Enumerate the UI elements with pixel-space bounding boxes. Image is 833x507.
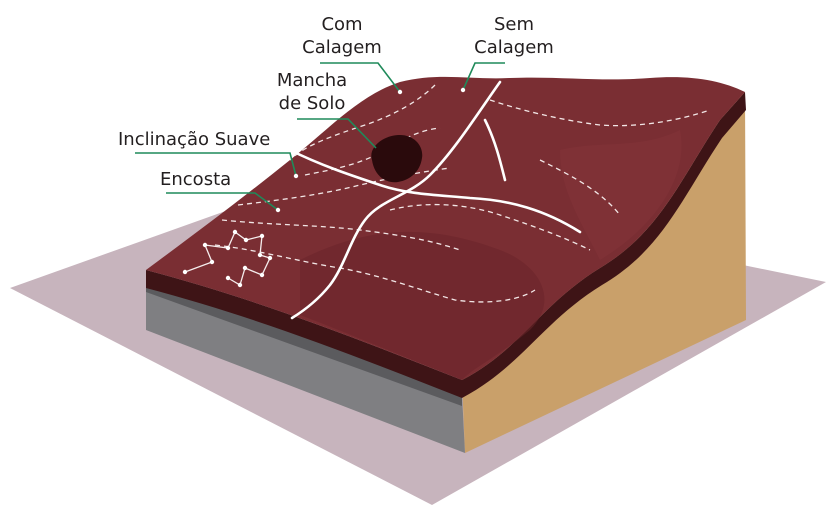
- label-com-calagem-line2: Calagem: [302, 37, 382, 58]
- label-encosta: Encosta: [160, 169, 231, 190]
- label-com-calagem-line1: Com: [321, 14, 362, 35]
- label-mancha-line1: Mancha: [277, 70, 347, 91]
- label-mancha-line2: de Solo: [279, 93, 346, 114]
- label-sem-calagem-line1: Sem: [494, 14, 534, 35]
- label-sem-calagem-line2: Calagem: [474, 37, 554, 58]
- label-inclinacao-suave: Inclinação Suave: [118, 129, 270, 150]
